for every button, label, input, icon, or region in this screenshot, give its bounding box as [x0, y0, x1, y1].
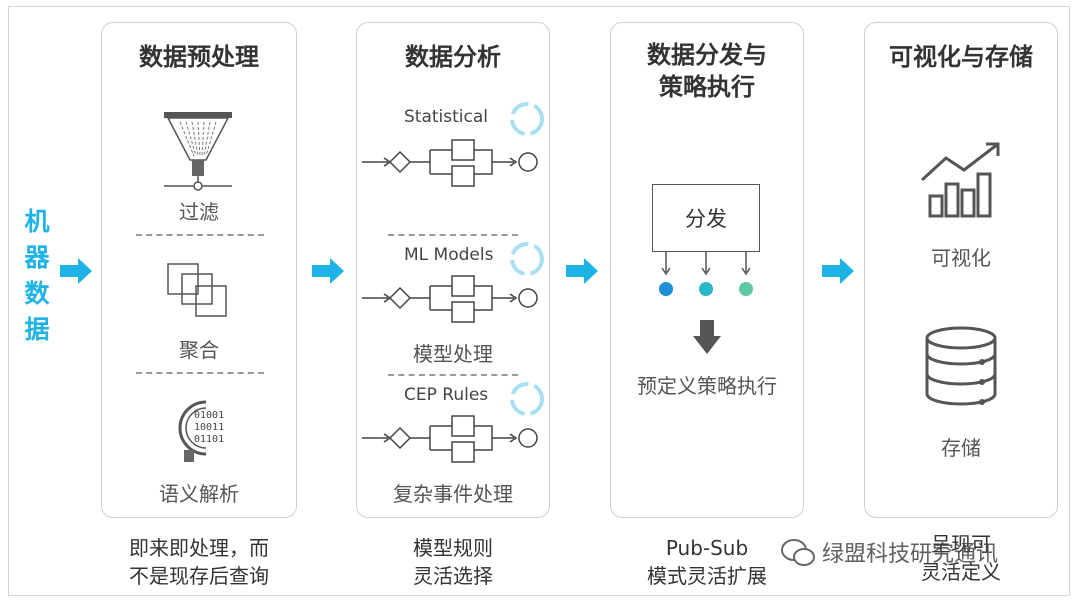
- panel-title: 策略执行: [659, 73, 755, 101]
- cycle-icon: [510, 102, 544, 136]
- divider: [136, 372, 264, 374]
- aggregate-squares-icon: [167, 263, 227, 317]
- visualize-label: 可视化: [931, 246, 991, 270]
- side-label-char: 据: [24, 315, 50, 344]
- distribution-dots-icon: [659, 252, 753, 296]
- caption-line: 灵活定义: [921, 560, 1001, 584]
- wechat-icon: [781, 539, 815, 566]
- flow-arrow-icon: [312, 258, 344, 284]
- panel-caption: 呈现可 灵活定义: [864, 530, 1058, 586]
- cycle-icon: [510, 382, 544, 416]
- policy-exec-label: 预定义策略执行: [637, 374, 777, 398]
- caption-line: 灵活选择: [413, 564, 493, 588]
- pipeline-flow-icon: [362, 275, 538, 323]
- item-filter-label: 过滤: [179, 200, 219, 224]
- storage-label: 存储: [941, 436, 981, 460]
- panel-caption: 模型规则 灵活选择: [356, 534, 550, 590]
- panel-title: 数据分发与: [647, 41, 767, 69]
- panel-title: 数据预处理: [139, 43, 259, 71]
- database-icon: [925, 326, 997, 406]
- model-label: CEP Rules: [404, 385, 489, 405]
- divider: [388, 234, 518, 236]
- pipeline-flow-icon: [362, 139, 538, 187]
- side-label-char: 器: [24, 243, 50, 272]
- flow-arrow-icon: [822, 258, 854, 284]
- item-aggregate-label: 聚合: [179, 338, 219, 362]
- svg-text:10011: 10011: [194, 422, 224, 433]
- model-label: ML Models: [404, 245, 494, 265]
- panel-visualization-storage: 可视化与存储: [864, 22, 1058, 518]
- svg-text:01001: 01001: [194, 410, 224, 421]
- diagram-frame: [8, 6, 1070, 596]
- panel-title: 数据分析: [405, 43, 501, 71]
- side-label-char: 机: [24, 207, 50, 236]
- svg-text:01101: 01101: [194, 434, 224, 445]
- chart-trend-icon: [920, 142, 1000, 218]
- model-process-label: 模型处理: [413, 342, 493, 366]
- panel-distribution: 数据分发与 策略执行: [610, 22, 804, 518]
- pipeline-flow-icon: [362, 415, 538, 463]
- caption-line: 模式灵活扩展: [647, 564, 767, 588]
- divider: [136, 234, 264, 236]
- item-parse-label: 语义解析: [159, 482, 239, 506]
- cep-process-label: 复杂事件处理: [393, 482, 513, 506]
- flow-arrow-icon: [60, 258, 92, 284]
- caption-line: 模型规则: [413, 536, 493, 560]
- filter-funnel-icon: [164, 112, 232, 191]
- down-arrow-icon: [693, 320, 721, 354]
- divider: [388, 374, 518, 376]
- cycle-icon: [510, 242, 544, 276]
- caption-line: 不是现存后查询: [129, 564, 269, 588]
- panel-caption: Pub-Sub 模式灵活扩展: [610, 534, 804, 590]
- side-label: 机 器 数 据: [22, 204, 52, 348]
- caption-line: 即来即处理，而: [129, 536, 269, 560]
- semantic-parse-icon: 01001 10011 01101: [178, 400, 224, 462]
- panel-caption: 即来即处理，而 不是现存后查询: [101, 534, 297, 590]
- panel-title: 可视化与存储: [889, 43, 1033, 71]
- watermark-text: 绿盟科技研究通讯: [822, 542, 999, 567]
- caption-line: Pub-Sub: [665, 536, 749, 560]
- model-label: Statistical: [404, 107, 488, 127]
- distribute-box: 分发: [652, 184, 760, 252]
- panel-preprocessing: 数据预处理: [101, 22, 297, 518]
- side-label-char: 数: [24, 279, 50, 308]
- caption-line: 呈现可: [931, 532, 991, 556]
- flow-arrow-icon: [566, 258, 598, 284]
